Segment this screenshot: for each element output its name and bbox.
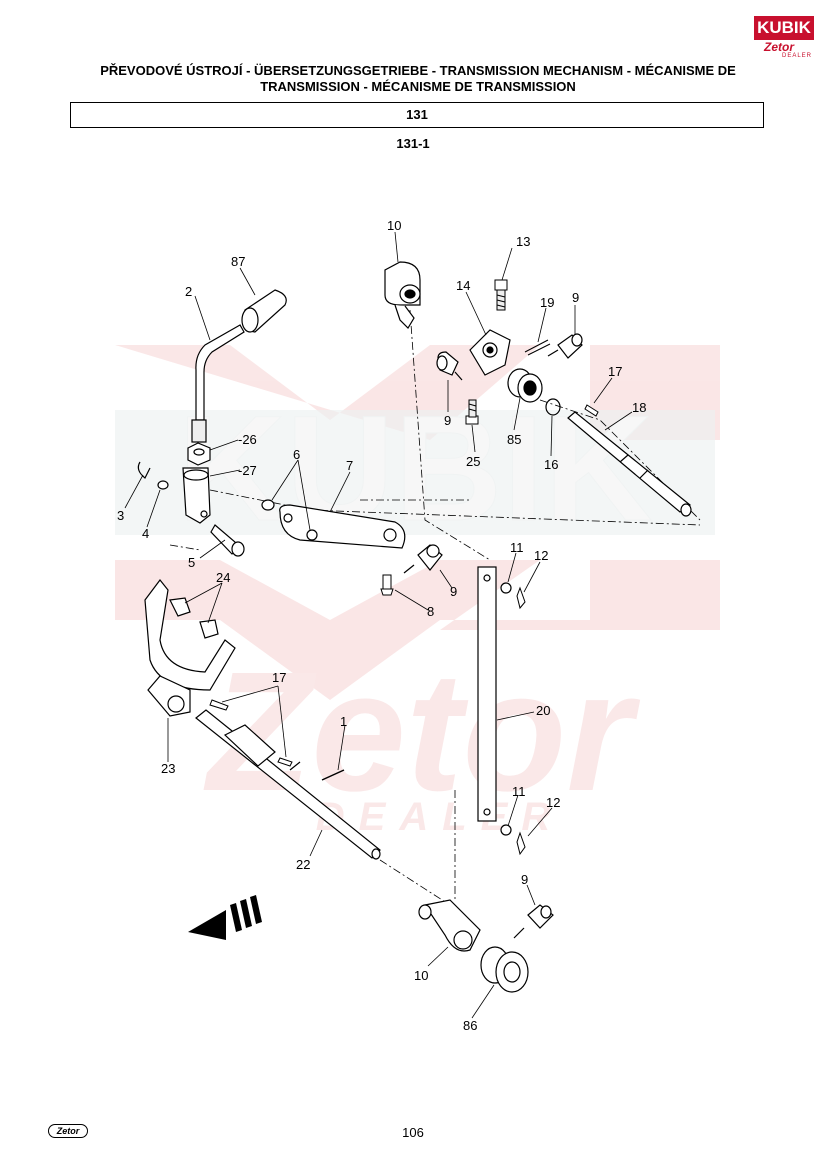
label-24: 24 [216,570,230,585]
part-17-key-top [584,404,599,417]
part-9-plug-c [403,544,443,574]
label-23: 23 [161,761,175,776]
title-line-2: TRANSMISSION - MÉCANISME DE TRANSMISSION [260,79,576,94]
label-9-left: 9 [444,413,451,428]
label-11-bottom: 11 [512,784,526,799]
label-3: 3 [117,508,124,523]
kubik-zetor-logo: KUBIK Zetor DEALER [754,16,814,62]
label-22: 22 [296,857,310,872]
part-17-key-a [209,699,229,711]
part-26-nut [187,442,211,466]
part-7-link [279,504,406,549]
part-17-key-b [277,757,293,767]
part-25-screw [465,399,479,425]
part-1-pin [321,769,345,781]
label-17-top: 17 [608,364,622,379]
label-87: 87 [231,254,245,269]
watermark-middle: Zetor [204,637,641,827]
label-8: 8 [427,604,434,619]
part-24-shift-fork [144,579,236,691]
label-86: 86 [463,1018,477,1033]
part-12-split-pin-b [516,831,526,856]
part-19-pin [524,339,551,356]
label-18: 18 [632,400,646,415]
label-10-bottom: 10 [414,968,428,983]
label-2: 2 [185,284,192,299]
label-20: 20 [536,703,550,718]
label-11-top: 11 [510,540,524,555]
part-13-bolt [494,279,508,311]
part-12-split-pin-a [516,586,526,610]
logo-brand: KUBIK [754,16,814,40]
label-13: 13 [516,234,530,249]
label-17-middle: 17 [272,670,286,685]
label-5: 5 [188,555,195,570]
watermark-top: KUBIK [178,384,653,552]
part-87-grip [241,289,287,333]
label-7: 7 [346,458,353,473]
part-27-fork [182,467,211,524]
label-9-top: 9 [572,290,579,305]
label-12-top: 12 [534,548,548,563]
label-14: 14 [456,278,470,293]
part-9-plug-d [513,904,554,939]
section-number-box: 131 [70,102,764,128]
label-9-bottom: 9 [521,872,528,887]
part-10-lever-top [384,261,421,329]
part-6-washer [261,499,275,511]
footer-zetor-logo: Zetor [48,1124,88,1138]
direction-arrow-icon [188,895,262,940]
label-85: 85 [507,432,521,447]
part-86-roller [480,946,529,993]
watermark: KUBIK Zetor DEALER [115,345,720,839]
part-23-boss [147,675,191,717]
part-11-washer-b [500,824,512,836]
label-16: 16 [544,457,558,472]
leader-lines [124,231,633,1019]
page-number: 106 [402,1125,424,1140]
part-18-shaft [567,411,692,517]
part-3-clip [137,461,151,479]
part-9-plug-b [436,351,463,381]
label-26: -26 [238,432,257,447]
figure-number: 131-1 [396,136,430,151]
label-1: 1 [340,714,347,729]
part-22-shaft [195,709,381,860]
label-4: 4 [142,526,149,541]
label-6: 6 [293,447,300,462]
part-10-lever-bottom [418,899,481,952]
part-8-screw [380,574,394,596]
logo-dealer: DEALER [782,53,813,59]
label-9-middle: 9 [450,584,457,599]
label-27: -27 [238,463,257,478]
label-25: 25 [466,454,480,469]
part-2-gear-lever [191,324,245,443]
part-9-plug-a [547,333,583,359]
page-title: PŘEVODOVÉ ÚSTROJÍ - ÜBERSETZUNGSGETRIEBE… [70,63,766,95]
label-12-bottom: 12 [546,795,560,810]
label-19: 19 [540,295,554,310]
label-10-top: 10 [387,218,401,233]
part-number-labels: 10 13 87 14 2 19 9 17 18 9 85 16 25 -26 … [117,218,646,1033]
part-5-pin [210,524,245,557]
title-line-1: PŘEVODOVÉ ÚSTROJÍ - ÜBERSETZUNGSGETRIEBE… [100,63,736,78]
part-4-washer [157,480,169,490]
part-16-ring [545,398,561,416]
part-11-washer-a [500,582,512,594]
part-14-block [469,329,511,376]
part-20-rod [477,566,497,822]
logo-sub: Zetor [764,40,794,54]
part-85-bearing [507,368,543,403]
